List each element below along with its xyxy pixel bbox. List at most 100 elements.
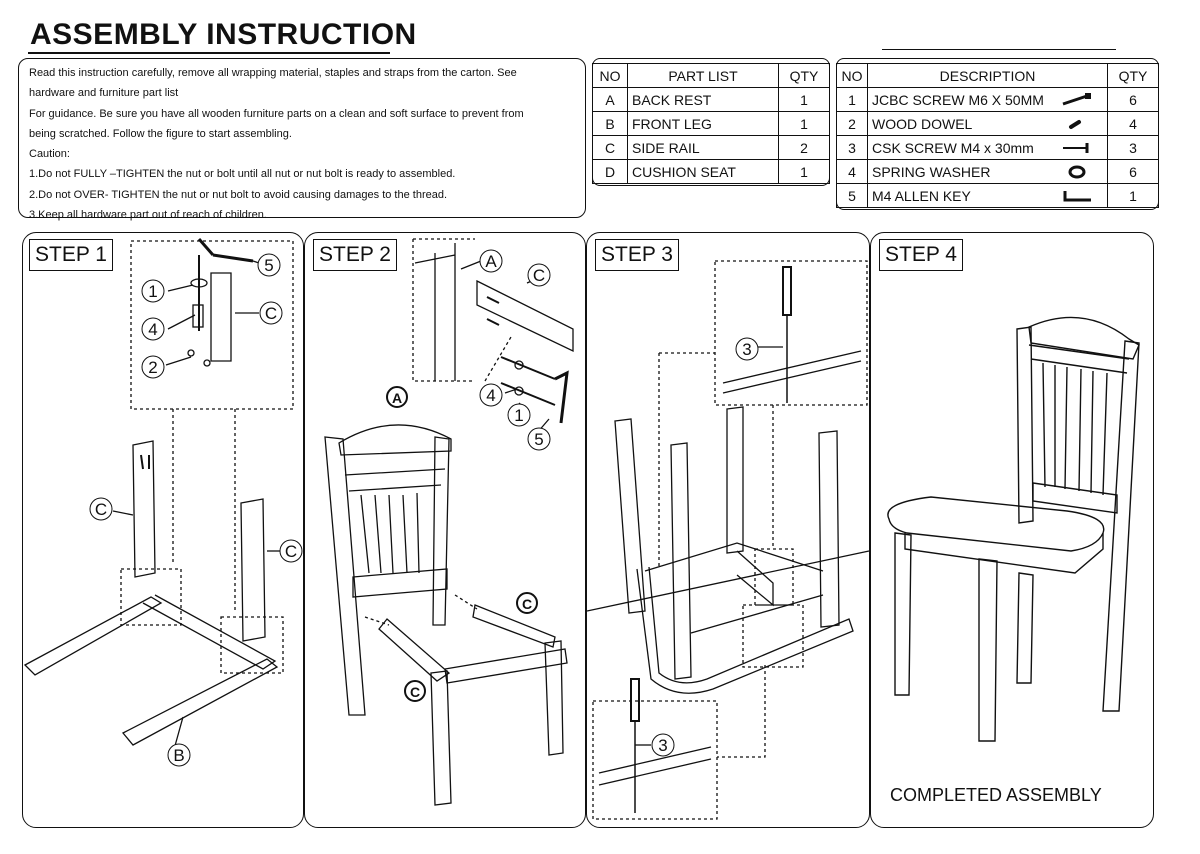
table-row: B FRONT LEG 1 xyxy=(592,111,830,136)
table-row: C SIDE RAIL 2 xyxy=(592,135,830,160)
table-cell: 1 xyxy=(1107,183,1159,208)
table-cell: 5 xyxy=(836,183,868,208)
table-row: A BACK REST 1 xyxy=(592,87,830,112)
table-cell: 2 xyxy=(836,111,868,136)
caution-line: 3.Keep all hardware part out of reach of… xyxy=(29,209,267,222)
top-right-rule xyxy=(882,49,1116,50)
table-cell: JCBC SCREW M6 X 50MM xyxy=(867,87,1053,112)
table-header-row: NO DESCRIPTION QTY xyxy=(836,63,1159,88)
caution-line: 2.Do not OVER- TIGHTEN the nut or nut bo… xyxy=(29,188,448,201)
table-row: 2 WOOD DOWEL 4 xyxy=(836,111,1159,136)
step-1-illustration: 1 4 2 5 C C C B xyxy=(23,238,303,767)
table-cell: 2 xyxy=(778,135,830,160)
caution-line: 1.Do not FULLY –TIGHTEN the nut or bolt … xyxy=(29,168,456,181)
caution-heading: Caution: xyxy=(29,148,70,161)
title-underline xyxy=(28,52,390,54)
table-row: 5 M4 ALLEN KEY 1 xyxy=(836,183,1159,208)
svg-text:3: 3 xyxy=(658,736,667,755)
intro-line: hardware and furniture part list xyxy=(29,87,179,100)
svg-text:1: 1 xyxy=(514,406,523,425)
callout-5: 5 xyxy=(527,427,551,451)
callout-4: 4 xyxy=(479,383,503,407)
svg-text:4: 4 xyxy=(486,386,495,405)
svg-text:5: 5 xyxy=(534,430,543,449)
svg-text:C: C xyxy=(285,542,297,561)
table-cell: B xyxy=(592,111,628,136)
callout-c: C xyxy=(404,680,426,702)
bolt-icon xyxy=(1053,87,1108,112)
table-header: DESCRIPTION xyxy=(867,63,1108,88)
callout-a: A xyxy=(386,386,408,408)
table-cell: 4 xyxy=(836,159,868,184)
table-cell: 6 xyxy=(1107,159,1159,184)
page-title: ASSEMBLY INSTRUCTION xyxy=(30,18,417,51)
callout-3: 3 xyxy=(651,733,675,757)
table-row: D CUSHION SEAT 1 xyxy=(592,159,830,184)
table-cell: SIDE RAIL xyxy=(627,135,779,160)
table-row: 3 CSK SCREW M4 x 30mm 3 xyxy=(836,135,1159,160)
step-4-label: STEP 4 xyxy=(879,239,963,271)
table-row: 4 SPRING WASHER 6 xyxy=(836,159,1159,184)
svg-text:1: 1 xyxy=(148,282,157,301)
svg-text:C: C xyxy=(95,500,107,519)
callout-1: 1 xyxy=(507,403,531,427)
screw-icon xyxy=(1053,135,1108,160)
table-cell: C xyxy=(592,135,628,160)
step-2-label: STEP 2 xyxy=(313,239,397,271)
table-cell: CUSHION SEAT xyxy=(627,159,779,184)
completed-chair-illustration xyxy=(887,316,1140,742)
intro-line: Read this instruction carefully, remove … xyxy=(29,67,517,79)
table-header: NO xyxy=(592,63,628,88)
svg-text:A: A xyxy=(392,390,402,406)
table-cell: 1 xyxy=(836,87,868,112)
callout-c: C xyxy=(89,497,113,521)
svg-text:A: A xyxy=(485,252,497,271)
svg-text:C: C xyxy=(410,684,420,700)
parts-table: NO PART LIST QTY A BACK REST 1 B FRONT L… xyxy=(592,63,830,184)
callout-1: 1 xyxy=(141,279,165,303)
table-cell: A xyxy=(592,87,628,112)
table-header: QTY xyxy=(1107,63,1159,88)
table-header: NO xyxy=(836,63,868,88)
callout-c: C xyxy=(259,301,283,325)
table-cell: FRONT LEG xyxy=(627,111,779,136)
table-cell: 3 xyxy=(1107,135,1159,160)
dowel-icon xyxy=(1053,111,1108,136)
washer-icon xyxy=(1053,159,1108,184)
step-1-label: STEP 1 xyxy=(29,239,113,271)
svg-text:4: 4 xyxy=(148,320,157,339)
table-cell: CSK SCREW M4 x 30mm xyxy=(867,135,1053,160)
table-header: PART LIST xyxy=(627,63,779,88)
svg-text:5: 5 xyxy=(264,256,273,275)
instructions-box: Read this instruction carefully, remove … xyxy=(18,58,586,221)
svg-text:2: 2 xyxy=(148,358,157,377)
callout-2: 2 xyxy=(141,355,165,379)
callout-3: 3 xyxy=(735,337,759,361)
svg-text:C: C xyxy=(265,304,277,323)
table-cell: 1 xyxy=(778,159,830,184)
table-cell: WOOD DOWEL xyxy=(867,111,1053,136)
svg-text:C: C xyxy=(522,596,532,612)
table-cell: BACK REST xyxy=(627,87,779,112)
svg-text:B: B xyxy=(173,746,184,765)
table-cell: SPRING WASHER xyxy=(867,159,1053,184)
table-row: 1 JCBC SCREW M6 X 50MM 6 xyxy=(836,87,1159,112)
table-cell: D xyxy=(592,159,628,184)
step-2-panel: STEP 2 xyxy=(304,232,586,828)
table-cell: 3 xyxy=(836,135,868,160)
hardware-table: NO DESCRIPTION QTY 1 JCBC SCREW M6 X 50M… xyxy=(836,63,1159,208)
completed-assembly-caption: COMPLETED ASSEMBLY xyxy=(890,785,1102,805)
table-cell: M4 ALLEN KEY xyxy=(867,183,1053,208)
callout-c: C xyxy=(279,539,303,563)
step-2-illustration: A C 4 1 5 A C C xyxy=(324,238,574,806)
step-4-panel: STEP 4 xyxy=(870,232,1154,828)
svg-text:3: 3 xyxy=(742,340,751,359)
callout-c: C xyxy=(516,592,538,614)
intro-line: For guidance. Be sure you have all woode… xyxy=(29,107,524,120)
step-1-panel: STEP 1 xyxy=(22,232,304,828)
table-cell: 1 xyxy=(778,111,830,136)
svg-text:C: C xyxy=(533,266,545,285)
callout-c: C xyxy=(527,263,551,287)
parts-table-frame: NO PART LIST QTY A BACK REST 1 B FRONT L… xyxy=(592,58,830,186)
intro-line: being scratched. Follow the figure to st… xyxy=(29,127,292,140)
